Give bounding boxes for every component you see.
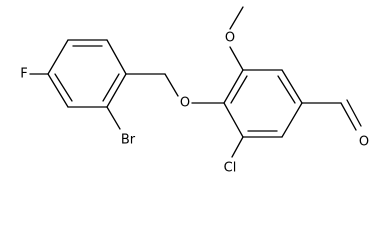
bond-ring1-c <box>106 39 127 75</box>
methoxy-oxygen-label: O <box>225 31 235 46</box>
bond-o-methyl <box>229 6 244 30</box>
bond-ring2-d <box>281 102 303 138</box>
bond-ring2-f <box>223 102 244 138</box>
bond-ring2-a-double <box>230 75 248 104</box>
chlorine-label: Cl <box>224 161 237 176</box>
aldehyde-oxygen-label: O <box>359 135 369 150</box>
bond-ring2-c <box>281 69 303 104</box>
bond-ch2-o <box>164 73 179 97</box>
bond-ring-omethoxy <box>229 46 244 71</box>
fluorobromophenyl-ring <box>47 39 127 108</box>
bond-ring1-d-double <box>102 73 120 102</box>
bond-c-o-aldehyde-double <box>346 99 362 127</box>
central-aryl-ring <box>223 69 303 138</box>
bond-ring1-a <box>47 39 69 75</box>
bromine-label: Br <box>121 133 136 148</box>
ether-oxygen-label: O <box>180 96 190 111</box>
fluorine-label: F <box>20 67 27 82</box>
chemical-structure: F Br O O Cl O <box>20 6 369 176</box>
bond-ring2-c-double <box>277 75 296 104</box>
bond-ring2-a <box>223 69 244 104</box>
bond-c-o-aldehyde <box>340 102 357 131</box>
bond-ring1-d <box>106 73 127 108</box>
bond-ring1-f-double <box>54 73 73 102</box>
bond-ring1-f <box>47 73 69 108</box>
bond-c-br <box>106 106 121 130</box>
bond-c-cl <box>231 136 244 158</box>
